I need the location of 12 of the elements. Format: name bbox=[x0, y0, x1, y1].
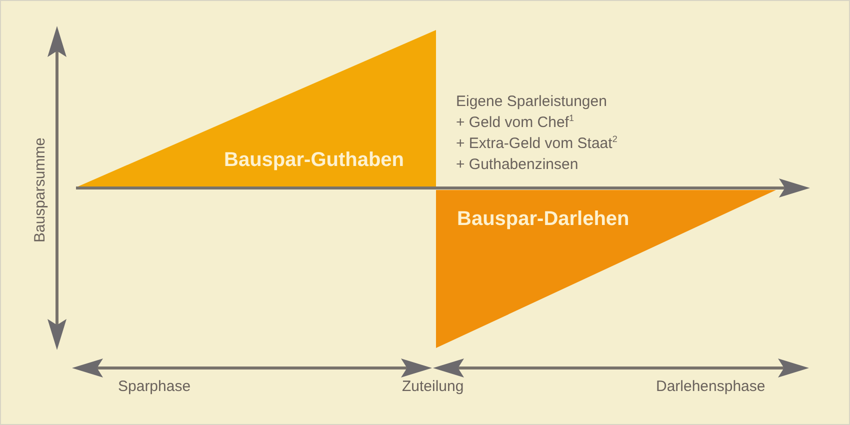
note-text: Eigene Sparleistungen bbox=[456, 93, 607, 111]
area-title: Bauspar-Darlehen bbox=[457, 206, 630, 230]
area-title: Bauspar-Guthaben bbox=[224, 148, 404, 172]
phase-label: Zuteilung bbox=[402, 378, 464, 396]
note-text: + Extra-Geld vom Staat$^{2}$ bbox=[456, 135, 618, 153]
phase-label: Sparphase bbox=[118, 378, 191, 396]
note-text: + Geld vom Chef$^{1}$ bbox=[456, 114, 574, 132]
triangle-area bbox=[78, 30, 436, 186]
triangle-area bbox=[436, 190, 776, 348]
note-text: + Guthabenzinsen bbox=[456, 156, 578, 174]
phase-label: Darlehensphase bbox=[656, 378, 766, 396]
axis-label: Bausparsumme bbox=[31, 137, 50, 243]
